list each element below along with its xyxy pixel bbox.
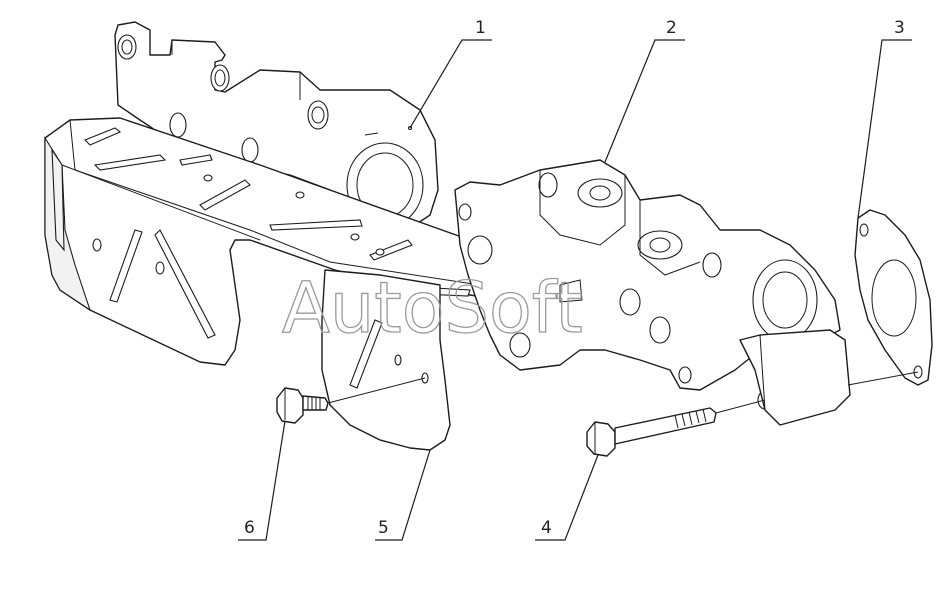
callout-5: 5 (378, 518, 389, 538)
part-1-exhaust-manifold (44, 21, 546, 366)
callout-1: 1 (475, 18, 486, 38)
callout-4: 4 (541, 518, 552, 538)
part-2-exhaust-manifold (454, 159, 851, 426)
callout-6: 6 (244, 518, 255, 538)
callout-leaders (238, 39, 912, 541)
part-4-long-bolt (586, 407, 717, 457)
assembly-axis-lines (327, 371, 919, 414)
watermark: AutoSoft (282, 267, 583, 349)
part-5-bracket (321, 269, 451, 451)
part-6-short-bolt (276, 387, 329, 424)
callout-2: 2 (666, 18, 677, 38)
part-3-gasket (854, 209, 933, 386)
callout-labels: 1 2 3 4 5 6 (244, 18, 905, 538)
callout-3: 3 (894, 18, 905, 38)
